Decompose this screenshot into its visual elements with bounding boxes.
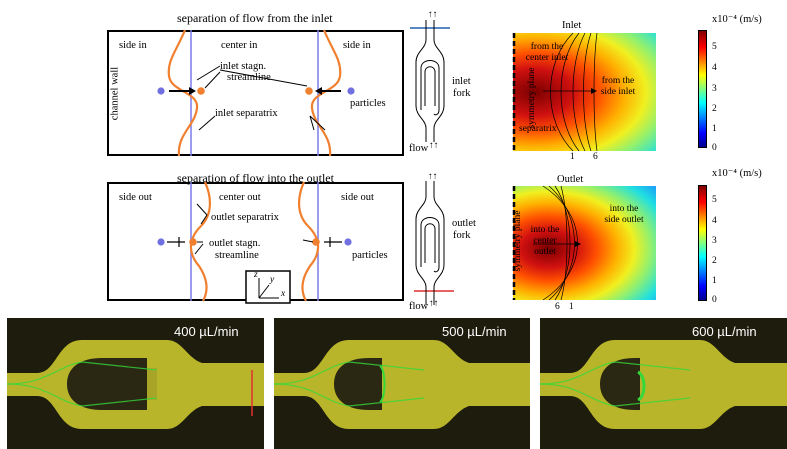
heatmap-outlet-into-center-2: center xyxy=(533,236,557,246)
colorbar-bottom-tick-2: 2 xyxy=(712,256,717,266)
outlet-side-right-label: side out xyxy=(341,192,374,203)
heatmap-outlet-into-side-2: side outlet xyxy=(604,215,644,225)
colorbar-top-tick-4: 4 xyxy=(712,63,717,73)
axis-y-label: y xyxy=(270,275,275,285)
colorbar-bottom-tick-3: 3 xyxy=(712,236,717,246)
outlet-fork-label-2: fork xyxy=(453,230,471,241)
photo-400-channel xyxy=(7,318,264,449)
particle-left-stagn xyxy=(197,87,205,95)
heatmap-outlet-tick-6: 6 xyxy=(555,302,560,312)
inlet-streamline-right xyxy=(310,29,342,157)
photo-600-channel xyxy=(540,318,787,449)
photo-400-rate: 400 µL/min xyxy=(174,324,239,339)
colorbar-top-tick-1: 1 xyxy=(712,124,717,134)
colorbar-bottom-tick-0: 0 xyxy=(712,295,717,305)
photo-600-rate: 600 µL/min xyxy=(692,324,757,339)
heatmap-inlet-from-side-1: from the xyxy=(601,76,635,86)
colorbar-bottom-tick-5: 5 xyxy=(712,195,717,205)
outlet-fork-label-1: outlet xyxy=(452,218,476,229)
heatmap-inlet-from-center-2: center inlet xyxy=(525,53,569,63)
colorbar-top-tick-2: 2 xyxy=(712,104,717,114)
outlet-center-label: center out xyxy=(219,192,261,203)
inlet-panel-drawing xyxy=(157,29,355,157)
colorbar-top xyxy=(698,30,707,148)
colorbar-top-tick-5: 5 xyxy=(712,42,717,52)
colorbar-bottom-tick-1: 1 xyxy=(712,276,717,286)
inlet-stagn-label-1: inlet stagn. xyxy=(220,61,267,72)
outlet-panel-title: separation of flow into the outlet xyxy=(177,171,334,185)
outlet-particles-label: particles xyxy=(352,250,388,261)
colorbar-bottom-tick-4: 4 xyxy=(712,216,717,226)
inlet-side-right-label: side in xyxy=(343,40,371,51)
outlet-fork-top-arrows: ↑↑ xyxy=(428,172,438,182)
outlet-side-left-label: side out xyxy=(119,192,152,203)
inlet-fork-label-1: inlet xyxy=(452,76,471,87)
heatmap-outlet-into-side-1: into the xyxy=(609,204,639,214)
inlet-fork-device xyxy=(410,20,450,142)
heatmap-outlet xyxy=(513,186,656,300)
outlet-streamline-right xyxy=(298,181,320,302)
inlet-separatrix-label: inlet separatrix xyxy=(215,108,278,119)
heatmap-inlet xyxy=(513,33,656,151)
particle-right-free xyxy=(347,87,355,95)
inlet-stagn-label-2: streamline xyxy=(227,72,271,83)
inlet-fork-bottom-arrows: ↑↑ xyxy=(429,141,439,151)
heatmap-inlet-from-center-1: from the xyxy=(530,42,564,52)
colorbar-bottom xyxy=(698,185,707,301)
outlet-fork-bottom-arrows: ↑↑ xyxy=(429,299,439,309)
inlet-fork-top-arrows: ↑↑ xyxy=(428,10,438,20)
inlet-fork-label-2: fork xyxy=(453,88,471,99)
photo-500: 500 µL/min xyxy=(274,318,530,449)
particle-left-free xyxy=(157,87,165,95)
photo-500-channel xyxy=(274,318,530,449)
photo-500-rate: 500 µL/min xyxy=(442,324,507,339)
outlet-separatrix-label: outlet separatrix xyxy=(211,212,279,223)
photo-400: 400 µL/min xyxy=(7,318,264,449)
inlet-flow-label: flow xyxy=(409,143,429,154)
heatmap-inlet-tick-1: 1 xyxy=(570,152,575,162)
outlet-stagn-label-1: outlet stagn. xyxy=(209,238,261,249)
heatmap-outlet-overlay xyxy=(512,185,581,301)
particle-right-stagn xyxy=(305,87,313,95)
inlet-center-label: center in xyxy=(221,40,258,51)
inlet-channel-box xyxy=(107,30,404,156)
photo-600: 600 µL/min xyxy=(540,318,787,449)
outlet-fork-device xyxy=(414,181,454,305)
outlet-streamline-left xyxy=(189,181,211,302)
outlet-panel-drawing xyxy=(157,181,352,304)
colorbar-top-unit: x10⁻⁴ (m/s) xyxy=(712,14,762,25)
heatmap-inlet-separatrix-label: separatrix xyxy=(519,124,557,134)
axis-x-label: x xyxy=(281,289,286,299)
heatmap-outlet-title: Outlet xyxy=(557,174,584,185)
colorbar-top-tick-3: 3 xyxy=(712,84,717,94)
channel-wall-label: channel wall xyxy=(109,66,121,121)
inlet-side-left-label: side in xyxy=(119,40,147,51)
colorbar-top-tick-0: 0 xyxy=(712,143,717,153)
heatmap-outlet-into-center-3: outlet xyxy=(534,247,556,257)
heatmap-inlet-from-side-2: side inlet xyxy=(600,87,636,97)
inlet-particles-label: particles xyxy=(350,98,386,109)
heatmap-outlet-into-center-1: into the xyxy=(530,225,560,235)
outlet-flow-label: flow xyxy=(409,301,429,312)
axis-z-label: z xyxy=(254,270,258,280)
colorbar-bottom-unit: x10⁻⁴ (m/s) xyxy=(712,168,762,179)
inlet-panel-title: separation of flow from the inlet xyxy=(177,11,333,25)
heatmap-outlet-tick-1: 1 xyxy=(569,302,574,312)
heatmap-inlet-overlay xyxy=(512,32,598,152)
inlet-streamline-left xyxy=(167,29,199,157)
heatmap-inlet-title: Inlet xyxy=(562,20,582,31)
outlet-stagn-label-2: streamline xyxy=(215,250,259,261)
heatmap-inlet-tick-6: 6 xyxy=(593,152,598,162)
